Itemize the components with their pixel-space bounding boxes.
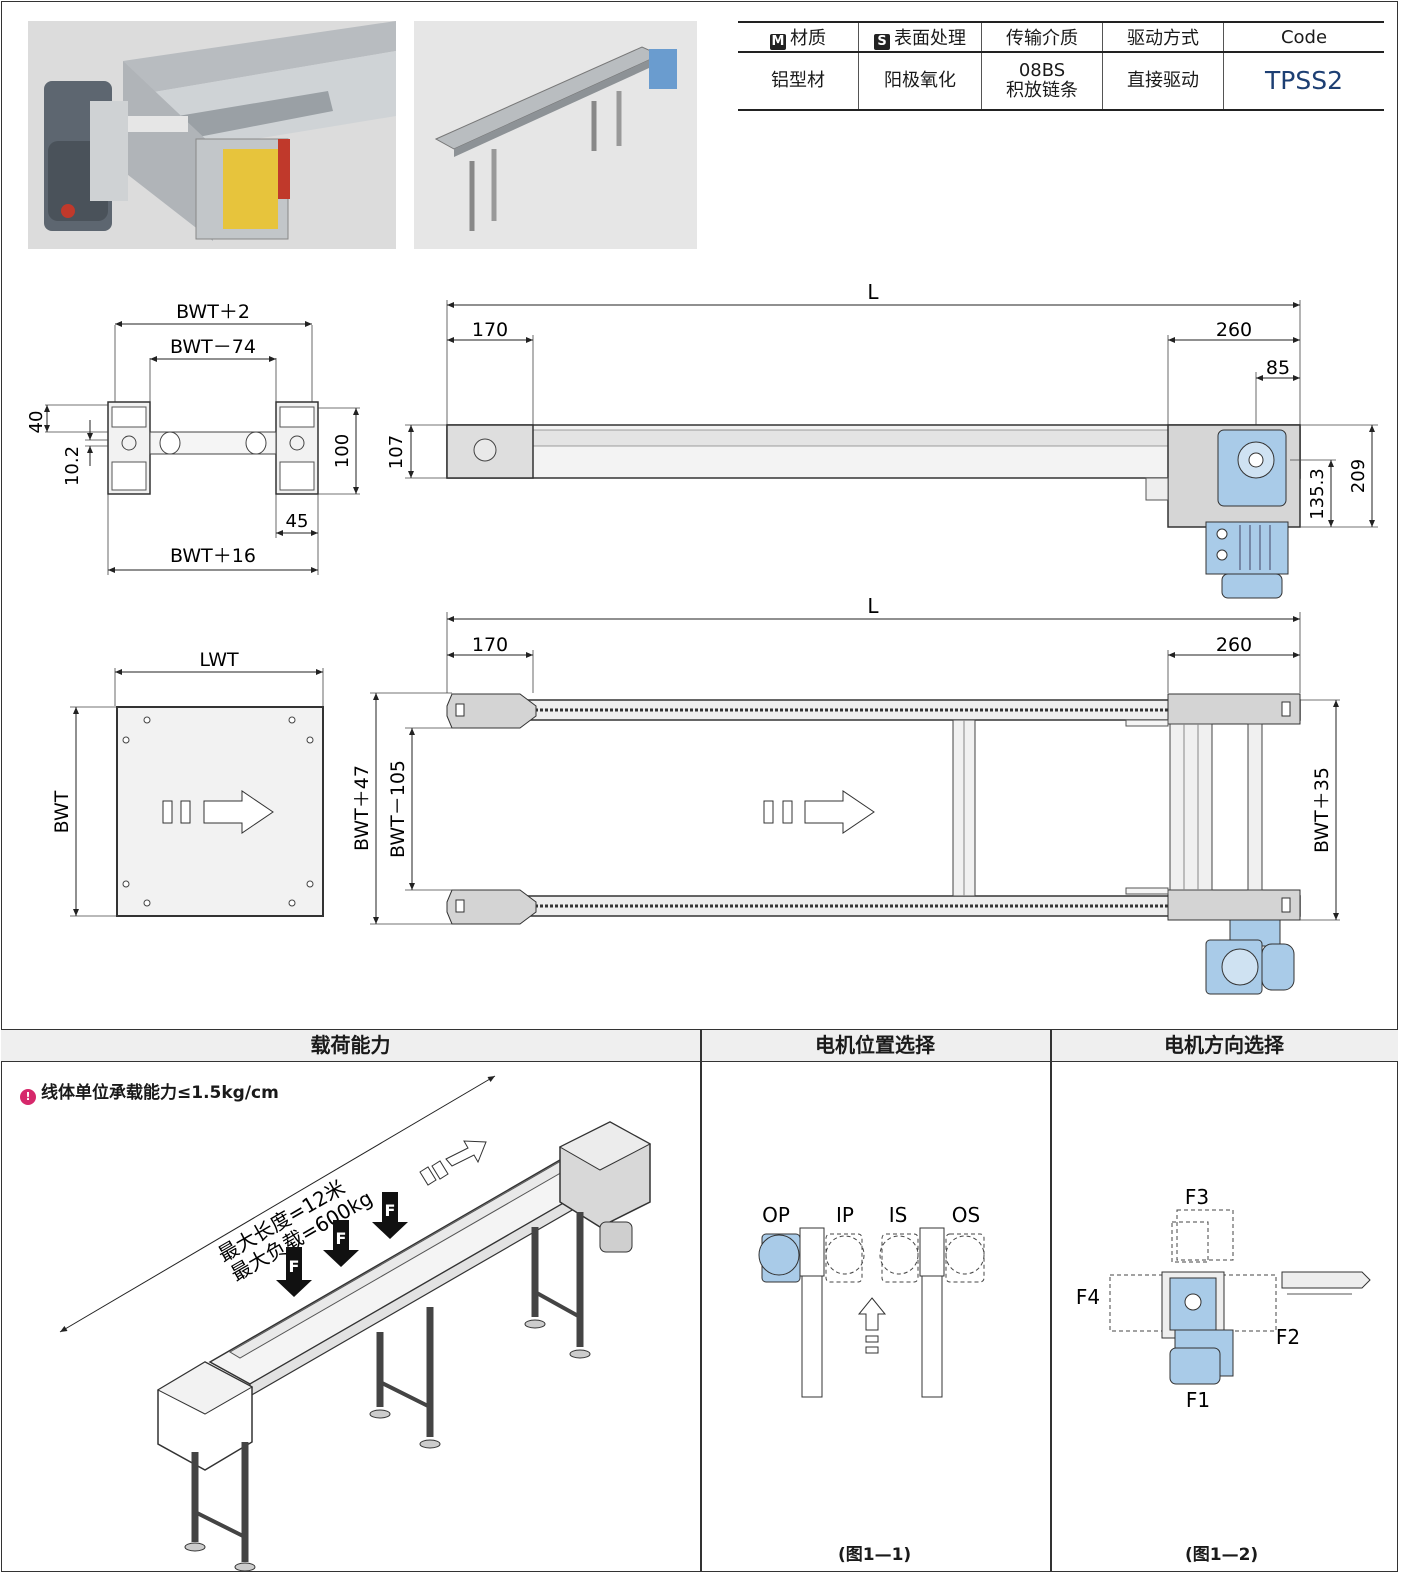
top-dim-bwt-minus-105: BWT－105 [387,760,409,858]
technical-drawings: BWT＋2 BWT－74 40 10.2 100 [26,280,1378,995]
force-arrow-2: F [323,1220,359,1267]
dim-bwt-minus-74: BWT－74 [170,336,256,358]
caption-figure-1-1: (图1—1) [838,1545,912,1565]
dim-10-2: 10.2 [62,446,83,486]
header-drive: 驱动方式 [1102,21,1224,53]
position-label-os: OS [952,1203,980,1227]
value-code: TPSS2 [1223,52,1384,111]
position-label-op: OP [762,1203,790,1227]
conveyor-top-view: L 170 260 [351,594,1340,995]
top-dim-bwt-plus-35: BWT＋35 [1311,767,1333,853]
top-dim-170: 170 [472,634,508,656]
dim-bwt-plus-16: BWT＋16 [170,545,256,567]
side-dim-85: 85 [1266,357,1290,379]
value-material: 铝型材 [738,52,859,111]
side-dim-135-3: 135.3 [1307,468,1328,520]
motor-position-drawing: OP IP IS OS [758,1203,985,1398]
info-icon: ! [20,1089,36,1105]
dim-40: 40 [26,411,47,434]
position-label-ip: IP [836,1203,854,1227]
product-photo-closeup [28,21,396,249]
svg-text:F: F [336,1229,347,1248]
top-dim-L: L [867,594,879,618]
side-dim-170: 170 [472,319,508,341]
value-drive: 直接驱动 [1102,52,1224,111]
side-dim-107: 107 [386,435,407,469]
header-code: Code [1223,21,1384,53]
cross-section-view: BWT＋2 BWT－74 40 10.2 100 [26,301,360,575]
direction-label-f1: F1 [1186,1388,1210,1412]
force-arrow-1: F [276,1247,312,1297]
conveying-direction-arrow-icon [857,1297,887,1354]
dim-bwt-plus-2: BWT＋2 [176,301,250,323]
force-arrow-3: F [372,1192,408,1239]
direction-arrow-icon [162,790,274,834]
position-label-is: IS [889,1203,908,1227]
side-dim-L: L [867,280,879,304]
pallet-dim-bwt: BWT [51,790,73,833]
overview-drawing [414,21,697,249]
pallet-top-view: LWT BWT [51,649,324,917]
section-header-load: 载荷能力 [1,1029,700,1062]
section-header-motor-direction: 电机方向选择 [1050,1029,1398,1062]
direction-label-f3: F3 [1185,1185,1209,1209]
closeup-drawing [28,21,396,249]
top-dim-260: 260 [1216,634,1252,656]
dim-45: 45 [286,511,309,532]
section-divider-1 [700,1029,702,1572]
direction-arrow-icon [419,1140,487,1186]
side-dim-209: 209 [1348,459,1369,493]
surface-badge-icon: S [874,34,890,50]
svg-text:F: F [289,1257,300,1276]
section-header-motor-position: 电机位置选择 [700,1029,1050,1062]
value-surface: 阳极氧化 [858,52,982,111]
side-dim-260: 260 [1216,319,1252,341]
top-dim-bwt-plus-47: BWT＋47 [351,765,373,851]
motor-direction-drawing: F3 F4 F2 F1 [1076,1185,1371,1412]
caption-figure-1-2: (图1—2) [1185,1545,1259,1565]
direction-label-f2: F2 [1276,1325,1300,1349]
dim-100: 100 [332,434,353,468]
header-medium: 传输介质 [981,21,1103,53]
svg-text:F: F [385,1201,396,1220]
side-view: L 170 260 85 107 [386,280,1378,599]
pallet-dim-lwt: LWT [199,649,239,671]
direction-label-f4: F4 [1076,1285,1100,1309]
section-divider-2 [1050,1029,1052,1572]
conveying-direction-arrow-icon [763,790,875,834]
product-photo-overview [414,21,697,249]
load-capacity-drawing: 最大长度=12米 最大负载=600kg F F F [59,1075,652,1572]
material-badge-icon: M [770,34,786,50]
